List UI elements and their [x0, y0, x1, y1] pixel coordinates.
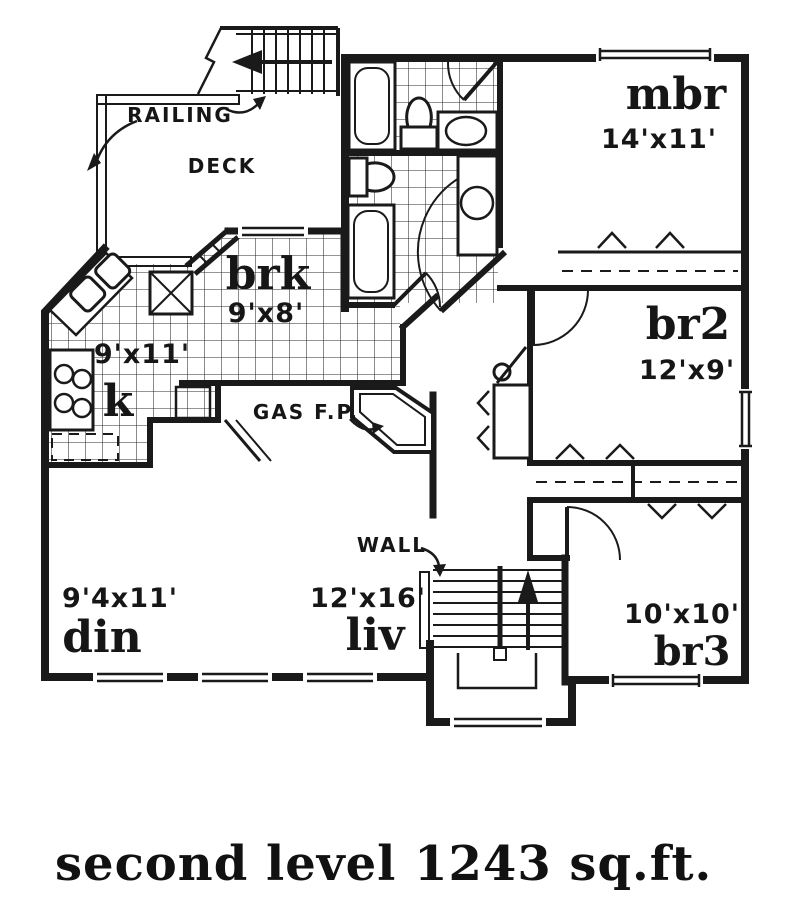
corner-sink: [69, 252, 132, 313]
br2-dims-label: 12'x9': [639, 355, 735, 386]
mbr-dims-label: 14'x11': [601, 124, 717, 155]
bath1-door: [446, 60, 499, 102]
door-knob-detail: [492, 362, 512, 382]
deck-stairs: [196, 26, 340, 96]
wall-arrow: [420, 546, 446, 577]
kitchen-dims-label: 9'x11': [94, 339, 190, 370]
br3-window: [609, 672, 703, 687]
din-name-label: din: [62, 612, 141, 663]
brk-window: [238, 224, 308, 238]
br3-door: [565, 506, 621, 561]
kitchen-fixtures: [48, 251, 194, 461]
deck-railing-top: [96, 94, 240, 105]
labels: RAILING DECK mbr 14'x11' brk 9'x8' 9'x11…: [55, 69, 740, 892]
gas-fp-arrow: [349, 418, 384, 434]
din-window-2: [198, 670, 272, 684]
stair-landing: [456, 653, 538, 690]
br3-dims-label: 10'x10': [624, 599, 740, 630]
bath2: [346, 154, 499, 300]
stove: [48, 348, 95, 432]
railing-arrow-right: [225, 96, 266, 114]
bathroom-fixtures: [346, 60, 499, 300]
br2-door: [531, 289, 589, 346]
brk-name-label: brk: [226, 249, 312, 300]
br2-name-label: br2: [646, 299, 731, 350]
stairs-up-arrow: [518, 570, 538, 650]
railing-arrow-left: [87, 119, 138, 171]
stairs-break-line: [196, 27, 223, 95]
br2-br3-closet: [536, 443, 740, 520]
hall-linen-closet: [476, 346, 532, 460]
mbr-closet: [558, 231, 742, 272]
deck-stairs-direction-arrow: [232, 50, 332, 74]
kitchen-brk-tile-floor: [48, 231, 400, 462]
sink-vanity: [456, 154, 499, 257]
kitchen-name-label: k: [103, 376, 135, 427]
wall-label: WALL: [357, 533, 427, 557]
sink-vanity: [436, 110, 499, 152]
gas-fireplace: [350, 386, 435, 454]
br3-name-label: br3: [654, 628, 731, 675]
deck-railing-left: [96, 94, 107, 266]
plan-title: second level 1243 sq.ft.: [55, 836, 712, 892]
windows: [93, 47, 753, 729]
annotation-arrows: [87, 96, 446, 577]
main-stairs: [433, 566, 568, 690]
liv-name-label: liv: [346, 610, 406, 661]
din-dims-label: 9'4x11': [62, 583, 178, 614]
liv-window: [303, 670, 377, 684]
brk-dims-label: 9'x8': [228, 298, 305, 329]
deck-label: DECK: [188, 154, 256, 178]
skylight-table: [148, 270, 194, 316]
toilet: [347, 156, 396, 198]
half-wall: [419, 571, 430, 649]
liv-dims-label: 12'x16': [310, 583, 426, 614]
dishwasher: [51, 433, 119, 461]
doors: [390, 60, 621, 561]
bath1: [347, 60, 499, 152]
din-window-1: [93, 670, 167, 684]
deck-sliding-door: [184, 227, 240, 276]
gas-fp-label: GAS F.P.: [253, 400, 359, 424]
kitchen-pantry: [174, 385, 272, 462]
closets: [174, 231, 742, 520]
mbr-name-label: mbr: [626, 69, 727, 120]
railing-label: RAILING: [127, 103, 233, 127]
bath2-door: [390, 271, 442, 309]
stairbay-window: [450, 715, 546, 729]
br2-window: [738, 389, 753, 449]
mbr-window: [596, 47, 714, 62]
